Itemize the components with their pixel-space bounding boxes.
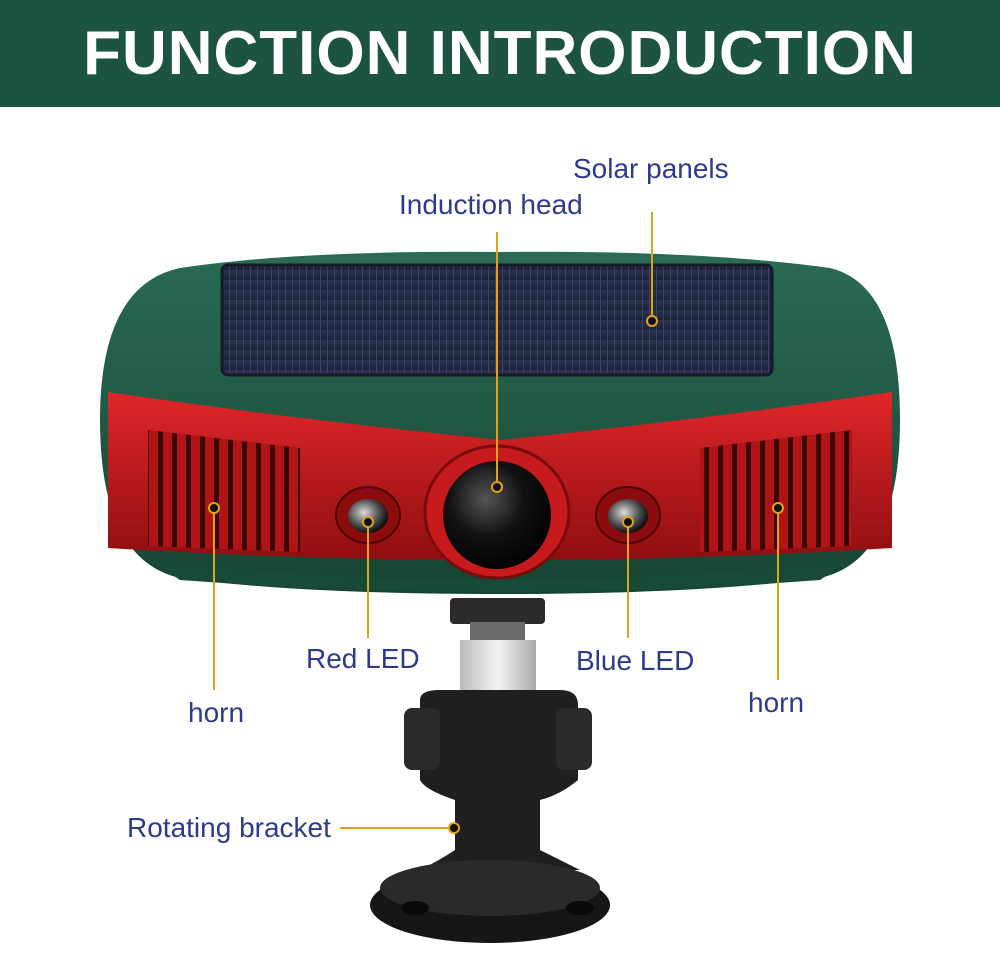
dot-solar <box>646 315 658 327</box>
rotating-bracket <box>420 690 580 870</box>
dot-blue-led <box>622 516 634 528</box>
mount-shaft <box>470 622 525 642</box>
induction-dome <box>443 461 551 569</box>
label-solar-panels: Solar panels <box>573 153 729 184</box>
mount-nut <box>450 598 545 624</box>
dot-horn-right <box>772 502 784 514</box>
label-horn-left: horn <box>188 697 245 728</box>
label-blue-led: Blue LED <box>576 645 695 676</box>
label-induction-head: Induction head <box>399 189 583 220</box>
dot-bracket <box>448 822 460 834</box>
label-horn-right: horn <box>748 687 805 718</box>
header-banner: FUNCTION INTRODUCTION <box>0 0 1000 107</box>
label-red-led: Red LED <box>306 643 420 674</box>
dot-horn-left <box>208 502 220 514</box>
label-rotating-bracket: Rotating bracket <box>127 812 331 843</box>
dot-red-led <box>362 516 374 528</box>
left-vent-grille <box>148 430 300 552</box>
page-title: FUNCTION INTRODUCTION <box>83 19 917 88</box>
dot-induction <box>491 481 503 493</box>
right-vent-grille <box>700 430 852 552</box>
